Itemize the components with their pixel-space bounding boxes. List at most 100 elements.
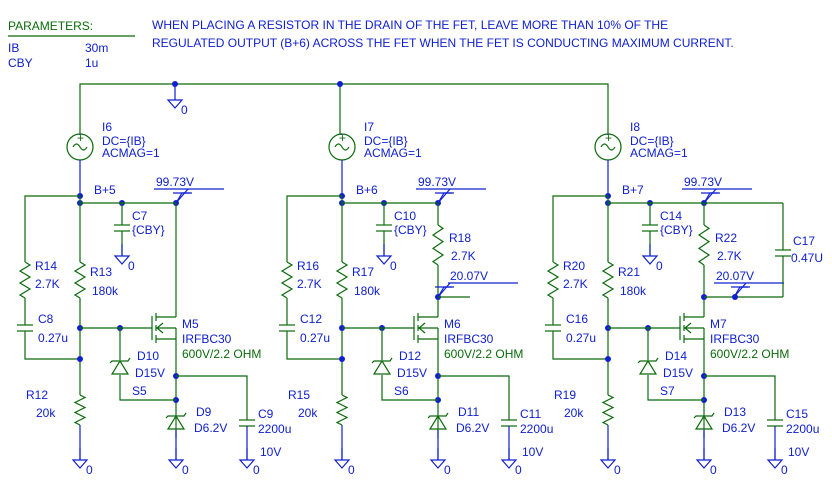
ground-icon xyxy=(500,459,518,469)
resistor-icon xyxy=(546,261,560,299)
ground-symbol: 0 xyxy=(71,448,93,477)
source-ref: I8 xyxy=(630,120,640,134)
ground-symbol: 0 xyxy=(766,448,788,477)
resistor-value: 20k xyxy=(298,406,318,420)
voltage-probe: 99.73V xyxy=(154,175,224,204)
resistor-icon xyxy=(73,261,87,299)
capacitor-ref: C8 xyxy=(38,312,54,326)
voltage-probe: 99.73V xyxy=(682,175,752,204)
zener-diode-icon xyxy=(693,412,715,430)
capacitor-ref: C16 xyxy=(566,312,588,326)
junction-dot xyxy=(732,294,738,300)
resistor-icon xyxy=(431,224,445,266)
ground-label: 0 xyxy=(781,463,788,477)
ground-label: 0 xyxy=(128,259,135,273)
source-node-label: S6 xyxy=(394,384,409,398)
capacitor-ref: C14 xyxy=(660,209,682,223)
resistor-icon xyxy=(335,394,349,426)
capacitor-ref: C15 xyxy=(786,407,808,421)
resistor-icon xyxy=(697,224,711,266)
zener-diode-icon xyxy=(427,412,449,430)
fet-part: IRFBC30 xyxy=(182,332,232,346)
fet-ref: M6 xyxy=(444,317,461,331)
junction-dot xyxy=(339,356,345,362)
note-line-2: REGULATED OUTPUT (B+6) ACROSS THE FET WH… xyxy=(152,36,734,50)
resistor-ref: R16 xyxy=(297,259,319,273)
diode-value: D6.2V xyxy=(456,421,489,435)
ground-symbol: 0 xyxy=(333,448,355,477)
capacitor-ref: C11 xyxy=(520,407,541,421)
diode-value: D6.2V xyxy=(194,421,227,435)
ground-icon xyxy=(429,459,447,469)
ac-current-source-icon: + xyxy=(66,131,94,161)
ground-symbol: 0 xyxy=(113,244,135,273)
capacitor-value: {CBY} xyxy=(394,223,427,237)
capacitor-icon xyxy=(767,419,783,427)
plus-sign: + xyxy=(339,131,346,145)
zener-diode-icon xyxy=(165,412,187,430)
ground-symbol: 0 xyxy=(641,244,663,273)
ground-label: 0 xyxy=(656,259,663,273)
ground-label: 0 xyxy=(390,259,397,273)
ground-symbol: 0 xyxy=(429,448,451,477)
resistor-ref: R15 xyxy=(288,388,310,402)
diode-value: D15V xyxy=(663,366,693,380)
diode-ref: D13 xyxy=(724,405,746,419)
ground-icon xyxy=(238,459,256,469)
resistor-ref: R18 xyxy=(449,231,471,245)
ground-symbol: 0 xyxy=(167,448,189,477)
source-node-label: S7 xyxy=(660,384,675,398)
resistor-ref: R12 xyxy=(26,388,48,402)
resistor-value: 2.7K xyxy=(35,277,60,291)
plus-sign: + xyxy=(77,131,84,145)
top-rail: 0 xyxy=(79,81,609,135)
capacitor-icon xyxy=(545,324,561,332)
capacitor-ref: C17 xyxy=(793,234,815,248)
ground-symbol: 0 xyxy=(375,244,397,273)
ground-icon xyxy=(113,255,131,265)
ground-label: 0 xyxy=(253,463,260,477)
capacitor-icon xyxy=(642,224,658,232)
resistor-icon xyxy=(601,394,615,426)
capacitor-value: {CBY} xyxy=(132,223,165,237)
junction-dot xyxy=(77,356,83,362)
parameters-block: PARAMETERS: IB 30m CBY 1u xyxy=(8,19,135,70)
ground-symbol: 0 xyxy=(695,448,717,477)
resistor-value: 20k xyxy=(36,406,56,420)
capacitor-icon xyxy=(501,419,517,427)
note-line-1: WHEN PLACING A RESISTOR IN THE DRAIN OF … xyxy=(152,18,668,32)
ground-symbol: 0 xyxy=(500,448,522,477)
source-acmag: ACMAG=1 xyxy=(364,146,422,160)
capacitor-icon xyxy=(239,419,255,427)
fet-ref: M5 xyxy=(182,317,199,331)
resistor-icon xyxy=(280,261,294,299)
ground-icon xyxy=(599,459,617,469)
resistor-value: 2.7K xyxy=(563,277,588,291)
probe-voltage-label: 20.07V xyxy=(450,269,488,283)
param-name: CBY xyxy=(8,56,33,70)
fet-ref: M7 xyxy=(710,317,727,331)
voltage-probe: 99.73V xyxy=(416,175,486,204)
param-value: 30m xyxy=(85,41,108,55)
ground-label: 0 xyxy=(86,463,93,477)
resistor-icon xyxy=(18,261,32,299)
diode-value: D15V xyxy=(135,366,165,380)
resistor-ref: R21 xyxy=(618,265,640,279)
parameters-title: PARAMETERS: xyxy=(8,19,93,33)
capacitor-value: 2200u xyxy=(258,422,291,436)
zener-diode-icon xyxy=(637,357,659,375)
probe-voltage-label: 20.07V xyxy=(716,269,754,283)
ground-icon xyxy=(166,99,184,109)
resistor-ref: R14 xyxy=(35,259,57,273)
fet-part: IRFBC30 xyxy=(710,332,760,346)
resistor-value: 180k xyxy=(92,284,119,298)
ground-symbol: 0 xyxy=(238,448,260,477)
probe-voltage-label: 99.73V xyxy=(684,175,722,189)
capacitor-icon xyxy=(376,224,392,232)
voltage-probe: 20.07V xyxy=(435,269,518,298)
source-dc: DC={IB} xyxy=(364,134,408,148)
ground-label: 0 xyxy=(181,103,188,117)
capacitor-icon xyxy=(775,249,791,257)
capacitor-value: 2200u xyxy=(520,422,553,436)
node-label: B+5 xyxy=(94,183,116,197)
